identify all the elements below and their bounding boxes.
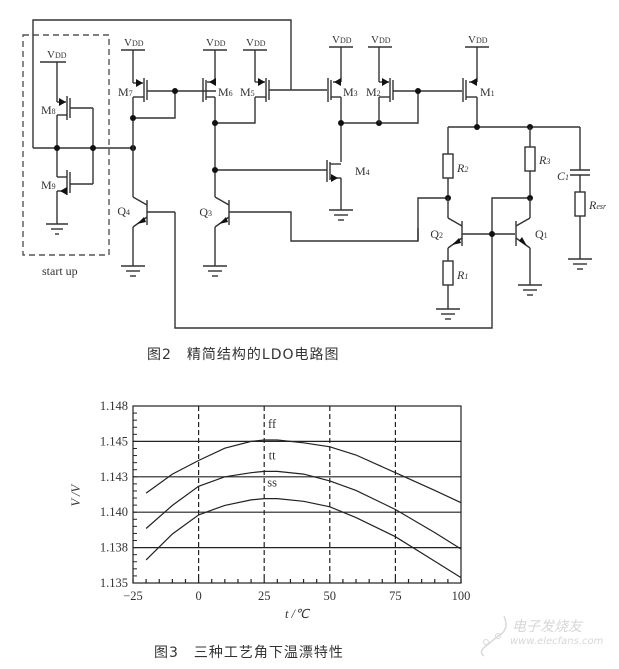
resistor-R3: R3 <box>524 127 550 198</box>
x-tick-label: 75 <box>389 589 402 603</box>
annotation-tt: tt <box>269 448 276 462</box>
svg-text:VDD: VDD <box>468 34 488 46</box>
transistor-Q3: Q3 <box>199 167 419 277</box>
svg-text:M4: M4 <box>355 164 370 178</box>
transistor-M6: VDD M6 <box>202 37 233 197</box>
startup-box <box>22 34 110 256</box>
y-tick-label: 1.145 <box>100 434 128 448</box>
transistor-M2: VDD M2 <box>366 34 462 123</box>
figure2-caption: 图2 精简结构的LDO电路图 <box>147 347 340 363</box>
x-axis-label: t /℃ <box>285 607 311 621</box>
svg-text:VDD: VDD <box>206 37 226 49</box>
svg-text:Q2: Q2 <box>430 227 443 241</box>
transistor-M3: VDD M3 <box>327 34 358 162</box>
transistor-M1: VDD M1 <box>462 34 495 127</box>
ldo-circuit-diagram: start up VDD M8 M9 VDD <box>22 19 607 329</box>
temperature-drift-chart: −25 0 25 50 75 100 1.135 1.138 1.140 1.143 1.145 1.… <box>69 399 471 621</box>
transistor-Q4: Q4 <box>117 148 493 329</box>
svg-text:VDD: VDD <box>124 37 144 49</box>
svg-text:VDD: VDD <box>332 34 352 46</box>
y-tick-label: 1.135 <box>100 576 128 590</box>
plot-frame <box>132 405 462 584</box>
x-tick-label: 50 <box>324 589 337 603</box>
transistor-M4: M4 <box>326 160 370 221</box>
svg-text:M7: M7 <box>118 85 133 99</box>
x-tick-label: −25 <box>123 589 143 603</box>
watermark: 电子发烧友 www.elecfans.com <box>476 612 616 662</box>
svg-text:R2: R2 <box>456 161 468 175</box>
transistor-M8: VDD M8 <box>40 49 94 148</box>
svg-text:R1: R1 <box>456 268 468 282</box>
svg-text:M6: M6 <box>218 85 233 99</box>
resistor-Resr: Resr <box>568 191 607 270</box>
svg-text:Resr: Resr <box>588 198 607 212</box>
series-tt <box>145 470 462 550</box>
svg-text:Q1: Q1 <box>535 227 548 241</box>
y-axis-label: V /V <box>69 483 83 506</box>
svg-text:M9: M9 <box>41 178 56 192</box>
y-tick-label: 1.148 <box>100 399 128 413</box>
annotation-ss: ss <box>267 476 277 490</box>
x-tick-label: 25 <box>258 589 271 603</box>
x-tick-label: 100 <box>452 589 471 603</box>
transistor-M5: VDD M5 <box>240 37 327 102</box>
watermark-logo-icon <box>480 615 507 657</box>
series-ff <box>145 439 462 504</box>
annotation-ff: ff <box>268 417 277 431</box>
x-gridlines <box>198 406 396 583</box>
svg-text:M5: M5 <box>240 85 255 99</box>
svg-text:Q3: Q3 <box>199 205 212 219</box>
resistor-R1: R1 <box>436 260 468 320</box>
resistor-R2: R2 <box>442 127 468 198</box>
startup-label: start up <box>42 264 78 278</box>
transistor-M9: M9 <box>41 148 94 235</box>
y-tick-label: 1.143 <box>100 470 128 484</box>
watermark-name: 电子发烧友 <box>512 619 582 635</box>
capacitor-C1: C1 <box>557 127 590 192</box>
svg-text:M1: M1 <box>480 85 495 99</box>
figure3-caption: 图3 三种工艺角下温漂特性 <box>154 645 344 661</box>
y-tick-label: 1.140 <box>100 505 128 519</box>
wire-top-feedback <box>32 19 292 148</box>
svg-text:VDD: VDD <box>47 49 67 61</box>
y-gridlines <box>133 440 461 549</box>
watermark-url: www.elecfans.com <box>510 636 604 647</box>
svg-text:M3: M3 <box>343 85 358 99</box>
svg-text:R3: R3 <box>538 153 550 167</box>
svg-text:VDD: VDD <box>246 37 266 49</box>
transistor-M7: VDD M7 <box>118 37 216 148</box>
y-tick-label: 1.138 <box>100 541 128 555</box>
transistor-Q1: Q1 <box>515 198 548 296</box>
transistor-Q2: Q2 <box>430 198 515 261</box>
svg-text:C1: C1 <box>557 169 569 183</box>
x-tick-label: 0 <box>195 589 201 603</box>
svg-text:VDD: VDD <box>371 34 391 46</box>
svg-text:M8: M8 <box>41 103 56 117</box>
svg-text:Q4: Q4 <box>117 204 130 218</box>
series-ss <box>145 498 462 579</box>
svg-text:M2: M2 <box>366 85 381 99</box>
